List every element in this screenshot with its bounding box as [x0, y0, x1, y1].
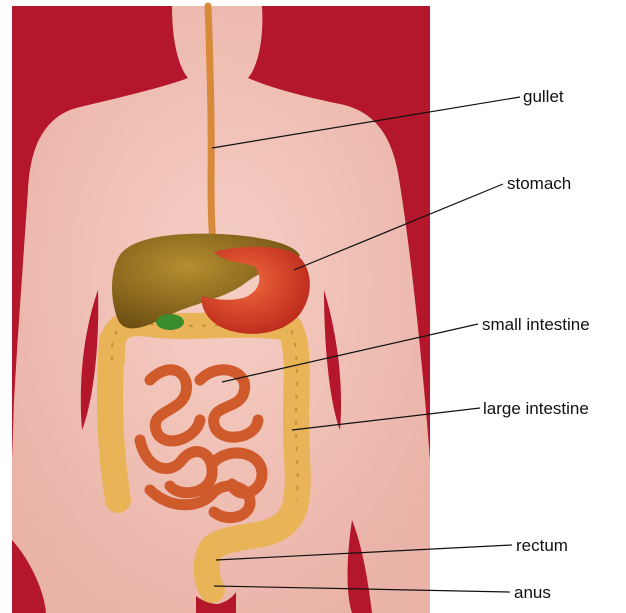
rectum-label: rectum — [516, 537, 568, 554]
ascending-colon-shape — [110, 340, 118, 500]
anus-label: anus — [514, 584, 551, 601]
gallbladder-shape — [156, 314, 184, 330]
gullet-label: gullet — [523, 88, 564, 105]
large-intestine-label: large intestine — [483, 400, 589, 417]
stomach-label: stomach — [507, 175, 571, 192]
small-intestine-label: small intestine — [482, 316, 590, 333]
